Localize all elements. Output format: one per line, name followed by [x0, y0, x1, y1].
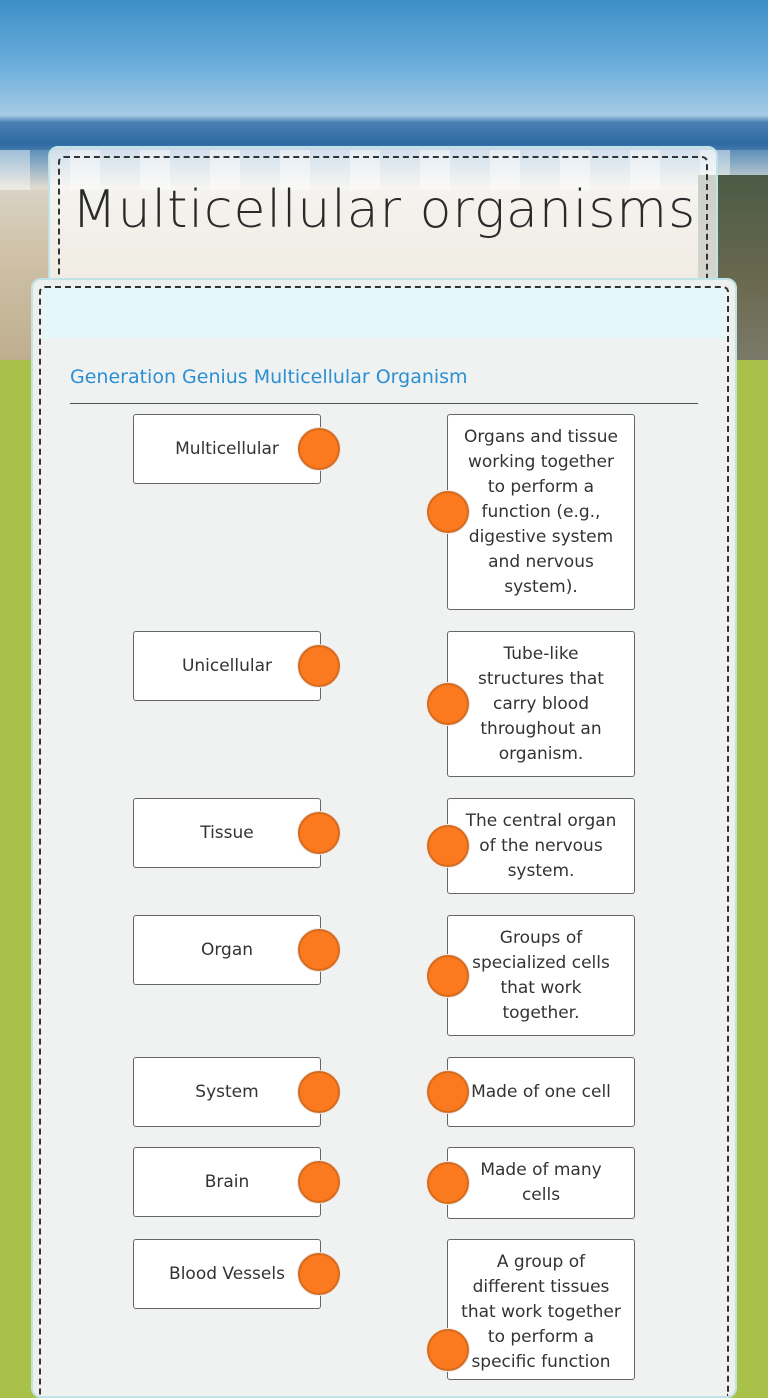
- page-title: Multicellular organisms: [71, 180, 697, 240]
- right-item-system-definition[interactable]: Organs and tissue working together to pe…: [447, 414, 635, 610]
- left-item-blood-vessels[interactable]: Blood Vessels: [133, 1239, 321, 1309]
- left-item-multicellular[interactable]: Multicellular: [133, 414, 321, 484]
- left-connector-dot-tissue[interactable]: [298, 812, 340, 854]
- left-connector-dot-unicellular[interactable]: [298, 645, 340, 687]
- right-item-brain-definition[interactable]: The central organ of the nervous system.: [447, 798, 635, 894]
- card-header-band: [41, 288, 727, 338]
- left-item-tissue[interactable]: Tissue: [133, 798, 321, 868]
- left-connector-dot-organ[interactable]: [298, 929, 340, 971]
- left-item-unicellular[interactable]: Unicellular: [133, 631, 321, 701]
- section-heading: Generation Genius Multicellular Organism: [70, 366, 468, 388]
- left-connector-dot-brain[interactable]: [298, 1161, 340, 1203]
- right-connector-dot-multicellular-definition[interactable]: [427, 1162, 469, 1204]
- right-connector-dot-blood-vessels-definition[interactable]: [427, 683, 469, 725]
- right-connector-dot-system-definition[interactable]: [427, 491, 469, 533]
- right-connector-dot-unicellular-definition[interactable]: [427, 1071, 469, 1113]
- right-item-tissue-definition[interactable]: Groups of specialized cells that work to…: [447, 915, 635, 1036]
- left-connector-dot-multicellular[interactable]: [298, 428, 340, 470]
- left-item-organ[interactable]: Organ: [133, 915, 321, 985]
- section-divider: [70, 403, 698, 404]
- right-connector-dot-organ-definition[interactable]: [427, 1329, 469, 1371]
- left-connector-dot-blood-vessels[interactable]: [298, 1253, 340, 1295]
- right-connector-dot-tissue-definition[interactable]: [427, 955, 469, 997]
- title-card: [48, 146, 718, 286]
- right-item-blood-vessels-definition[interactable]: Tube-like structures that carry blood th…: [447, 631, 635, 777]
- left-connector-dot-system[interactable]: [298, 1071, 340, 1113]
- right-item-multicellular-definition[interactable]: Made of many cells: [447, 1147, 635, 1219]
- left-item-brain[interactable]: Brain: [133, 1147, 321, 1217]
- right-connector-dot-brain-definition[interactable]: [427, 825, 469, 867]
- right-item-unicellular-definition[interactable]: Made of one cell: [447, 1057, 635, 1127]
- right-item-organ-definition[interactable]: A group of different tissues that work t…: [447, 1239, 635, 1380]
- left-item-system[interactable]: System: [133, 1057, 321, 1127]
